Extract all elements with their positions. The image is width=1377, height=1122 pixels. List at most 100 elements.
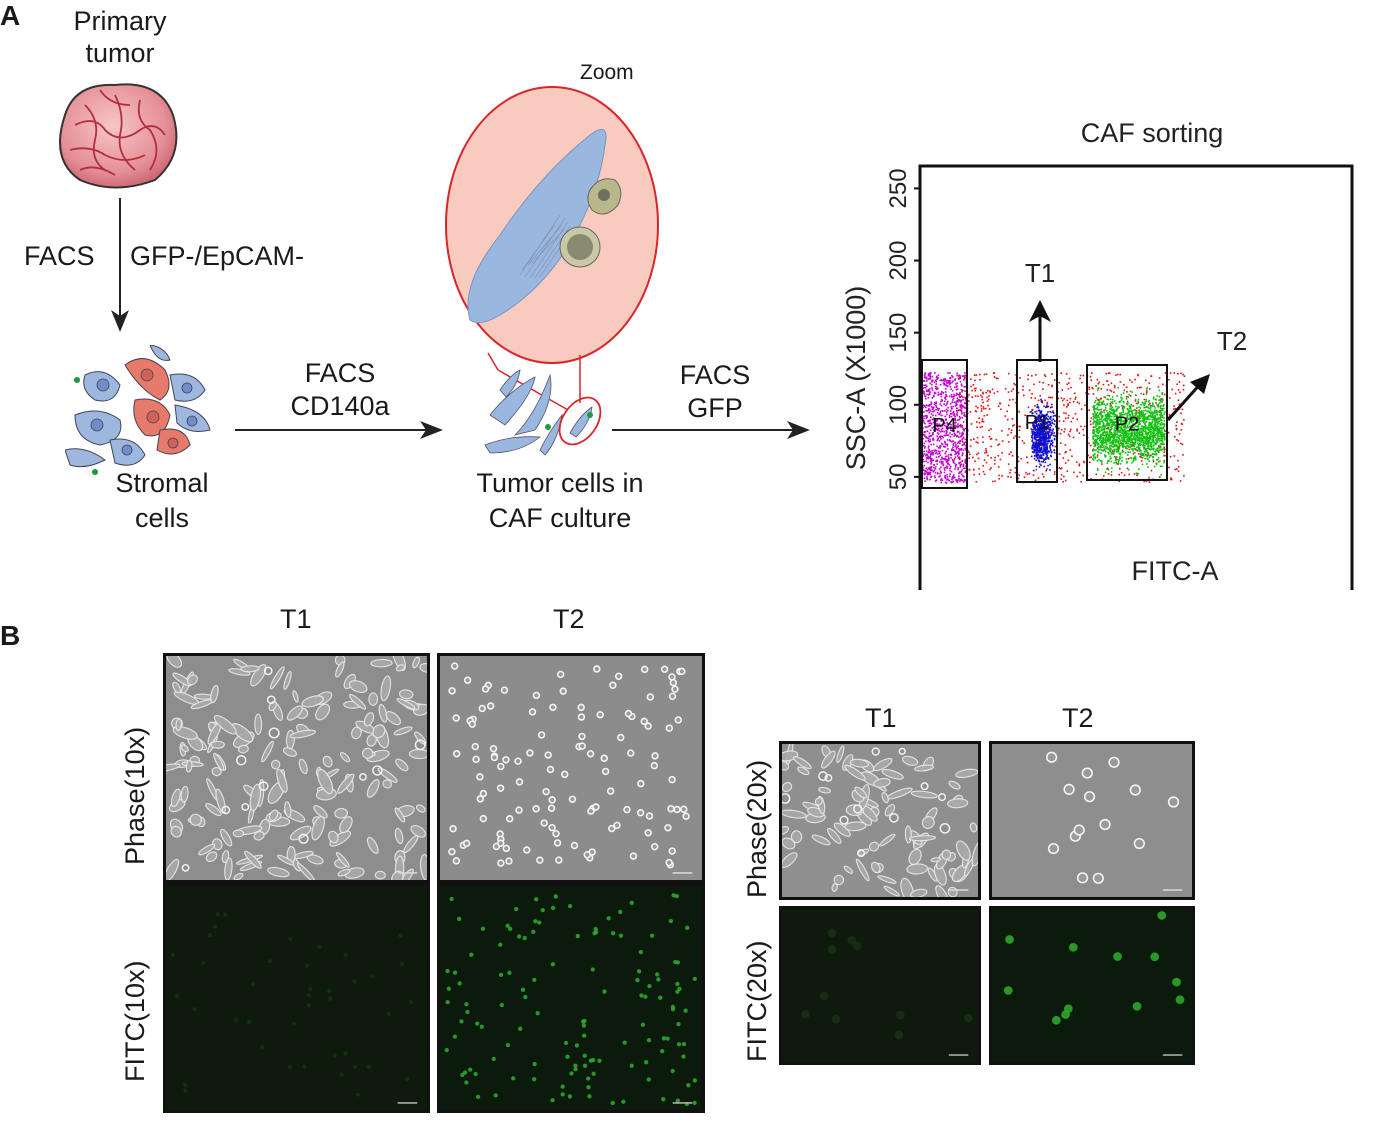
scatter-point xyxy=(962,481,965,483)
scatter-point xyxy=(934,419,937,421)
adherent-cell xyxy=(233,872,244,880)
adherent-cell xyxy=(906,863,929,875)
scatter-point xyxy=(1147,442,1150,444)
scatter-point xyxy=(927,374,930,377)
scatter-point xyxy=(1038,445,1041,448)
scatter-point xyxy=(1040,423,1042,426)
scatter-point xyxy=(1180,442,1182,445)
scatter-point xyxy=(927,455,929,458)
scatter-point xyxy=(961,460,964,462)
scatter-point xyxy=(1135,437,1137,439)
scatter-point xyxy=(1040,446,1043,449)
scatter-point xyxy=(1027,406,1030,409)
scatter-point xyxy=(953,425,955,428)
scatter-point xyxy=(939,436,942,439)
scatter-point xyxy=(1144,421,1147,423)
scatter-point xyxy=(1006,410,1008,413)
scatter-point xyxy=(929,471,932,474)
scatter-point xyxy=(953,432,956,435)
fluorescent-cell xyxy=(366,1064,372,1069)
gate-box-p1 xyxy=(1016,359,1058,483)
fluorescent-cell xyxy=(646,1037,652,1043)
scatter-point xyxy=(1059,467,1062,470)
scatter-point xyxy=(1136,402,1139,405)
scatter-point xyxy=(983,473,986,476)
scatter-point xyxy=(1140,392,1143,395)
scatter-point xyxy=(1095,425,1098,428)
scatter-point xyxy=(948,379,950,382)
scatter-point xyxy=(1112,408,1114,411)
scatter-point xyxy=(1163,443,1165,446)
scatter-point xyxy=(1100,437,1103,439)
scatter-point xyxy=(1161,439,1164,442)
scatter-point xyxy=(1042,444,1044,447)
scatter-point xyxy=(1053,379,1056,381)
scatter-point xyxy=(1152,403,1154,406)
fluorescent-cell xyxy=(573,1063,578,1068)
scatter-point xyxy=(940,471,943,474)
scatter-point xyxy=(1007,441,1010,443)
scatter-point xyxy=(1152,429,1154,432)
suspension-cell xyxy=(528,708,537,716)
scatter-point xyxy=(982,470,985,473)
scatter-point xyxy=(990,437,993,440)
scatter-point xyxy=(1123,440,1125,443)
scatter-point xyxy=(1155,452,1158,455)
scatter-point xyxy=(1132,459,1135,461)
scatter-point xyxy=(1036,446,1039,448)
scatter-point xyxy=(978,473,981,475)
scatter-point xyxy=(1113,431,1116,434)
fluorescent-cell xyxy=(639,993,644,998)
scatter-point xyxy=(1151,419,1154,421)
adherent-cell xyxy=(286,705,303,721)
fluorescent-cell xyxy=(462,1070,468,1075)
scatter-point xyxy=(1117,461,1120,464)
scatter-points xyxy=(922,372,1186,484)
scatter-point xyxy=(957,441,960,443)
scatter-point xyxy=(935,380,938,383)
scatter-point xyxy=(1093,435,1096,438)
scatter-point xyxy=(1036,406,1038,409)
scatter-point xyxy=(1032,447,1035,449)
scatter-point xyxy=(959,461,962,464)
scatter-point xyxy=(1060,428,1063,431)
fluorescent-cell xyxy=(649,933,655,938)
t2-arrow xyxy=(1166,380,1204,422)
fluorescent-cell xyxy=(175,993,180,999)
scatter-point xyxy=(1038,420,1041,422)
scatter-point xyxy=(973,374,976,376)
scatter-point xyxy=(948,423,951,425)
scatter-point xyxy=(1033,431,1036,434)
scatter-point xyxy=(1042,461,1044,463)
fluorescent-cell xyxy=(629,1063,634,1068)
scatter-point xyxy=(1107,372,1110,374)
scatter-point xyxy=(1110,432,1113,434)
scatter-point xyxy=(1067,433,1070,436)
scatter-point xyxy=(1148,401,1150,403)
scatter-point xyxy=(1083,425,1086,428)
scatter-point xyxy=(933,410,935,412)
scatter-point xyxy=(956,399,958,402)
scatter-point xyxy=(1037,477,1040,479)
scatter-point xyxy=(953,457,956,460)
scatter-point xyxy=(952,449,955,451)
suspension-cell xyxy=(502,756,510,764)
scatter-point xyxy=(987,398,990,401)
scatter-point xyxy=(1155,463,1158,466)
scatter-point xyxy=(972,468,975,471)
scatter-point xyxy=(1045,417,1048,420)
scatter-point xyxy=(1160,473,1163,476)
scatter-point xyxy=(962,443,965,446)
scatter-point xyxy=(952,460,955,462)
scatter-point xyxy=(1044,448,1047,450)
scatter-point xyxy=(1007,463,1010,465)
scatter-point xyxy=(1100,401,1103,404)
scatter-point xyxy=(923,411,925,413)
scatter-point xyxy=(935,401,938,404)
scatter-point xyxy=(989,390,991,393)
adherent-cell xyxy=(790,830,803,844)
scatter-point xyxy=(989,468,991,471)
fluorescent-cell xyxy=(446,986,451,991)
scatter-point xyxy=(1109,424,1111,427)
fluorescent-cell xyxy=(661,1036,667,1041)
